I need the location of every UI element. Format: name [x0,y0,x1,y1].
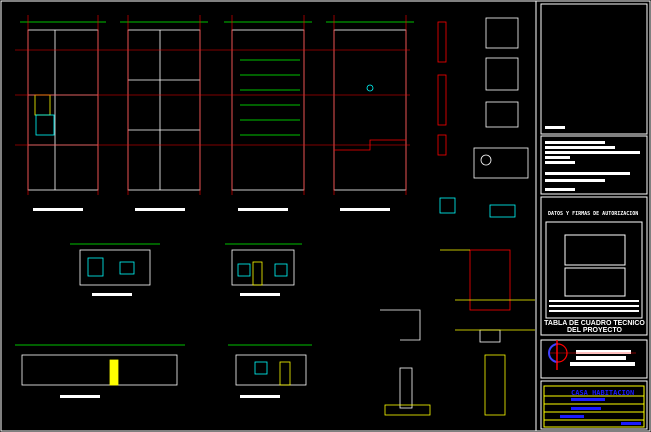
title-block [540,3,648,430]
front-elevation [70,243,160,286]
elevation-captions [60,293,280,398]
floor-plan-upper [120,21,208,191]
project-table-caption: TABLA DE CUADRO TECNICO DEL PROYECTO [544,320,645,334]
plan-captions [33,208,390,211]
grid-axes [15,15,410,195]
project-name: CASA HABITACION [571,389,634,397]
rear-elevation [225,243,302,286]
floor-plan-ground [20,21,106,191]
logo-icon [548,340,636,370]
construction-details [437,17,529,218]
authorization-header: DATOS Y FIRMAS DE AUTORIZACION [548,211,638,217]
title-block-fields [544,395,644,425]
structural-plan [224,21,312,191]
section-a [15,344,185,386]
title-block-text-bars [545,126,640,366]
foundation-details [380,249,535,416]
section-b [228,344,312,386]
roof-plan [326,21,414,191]
